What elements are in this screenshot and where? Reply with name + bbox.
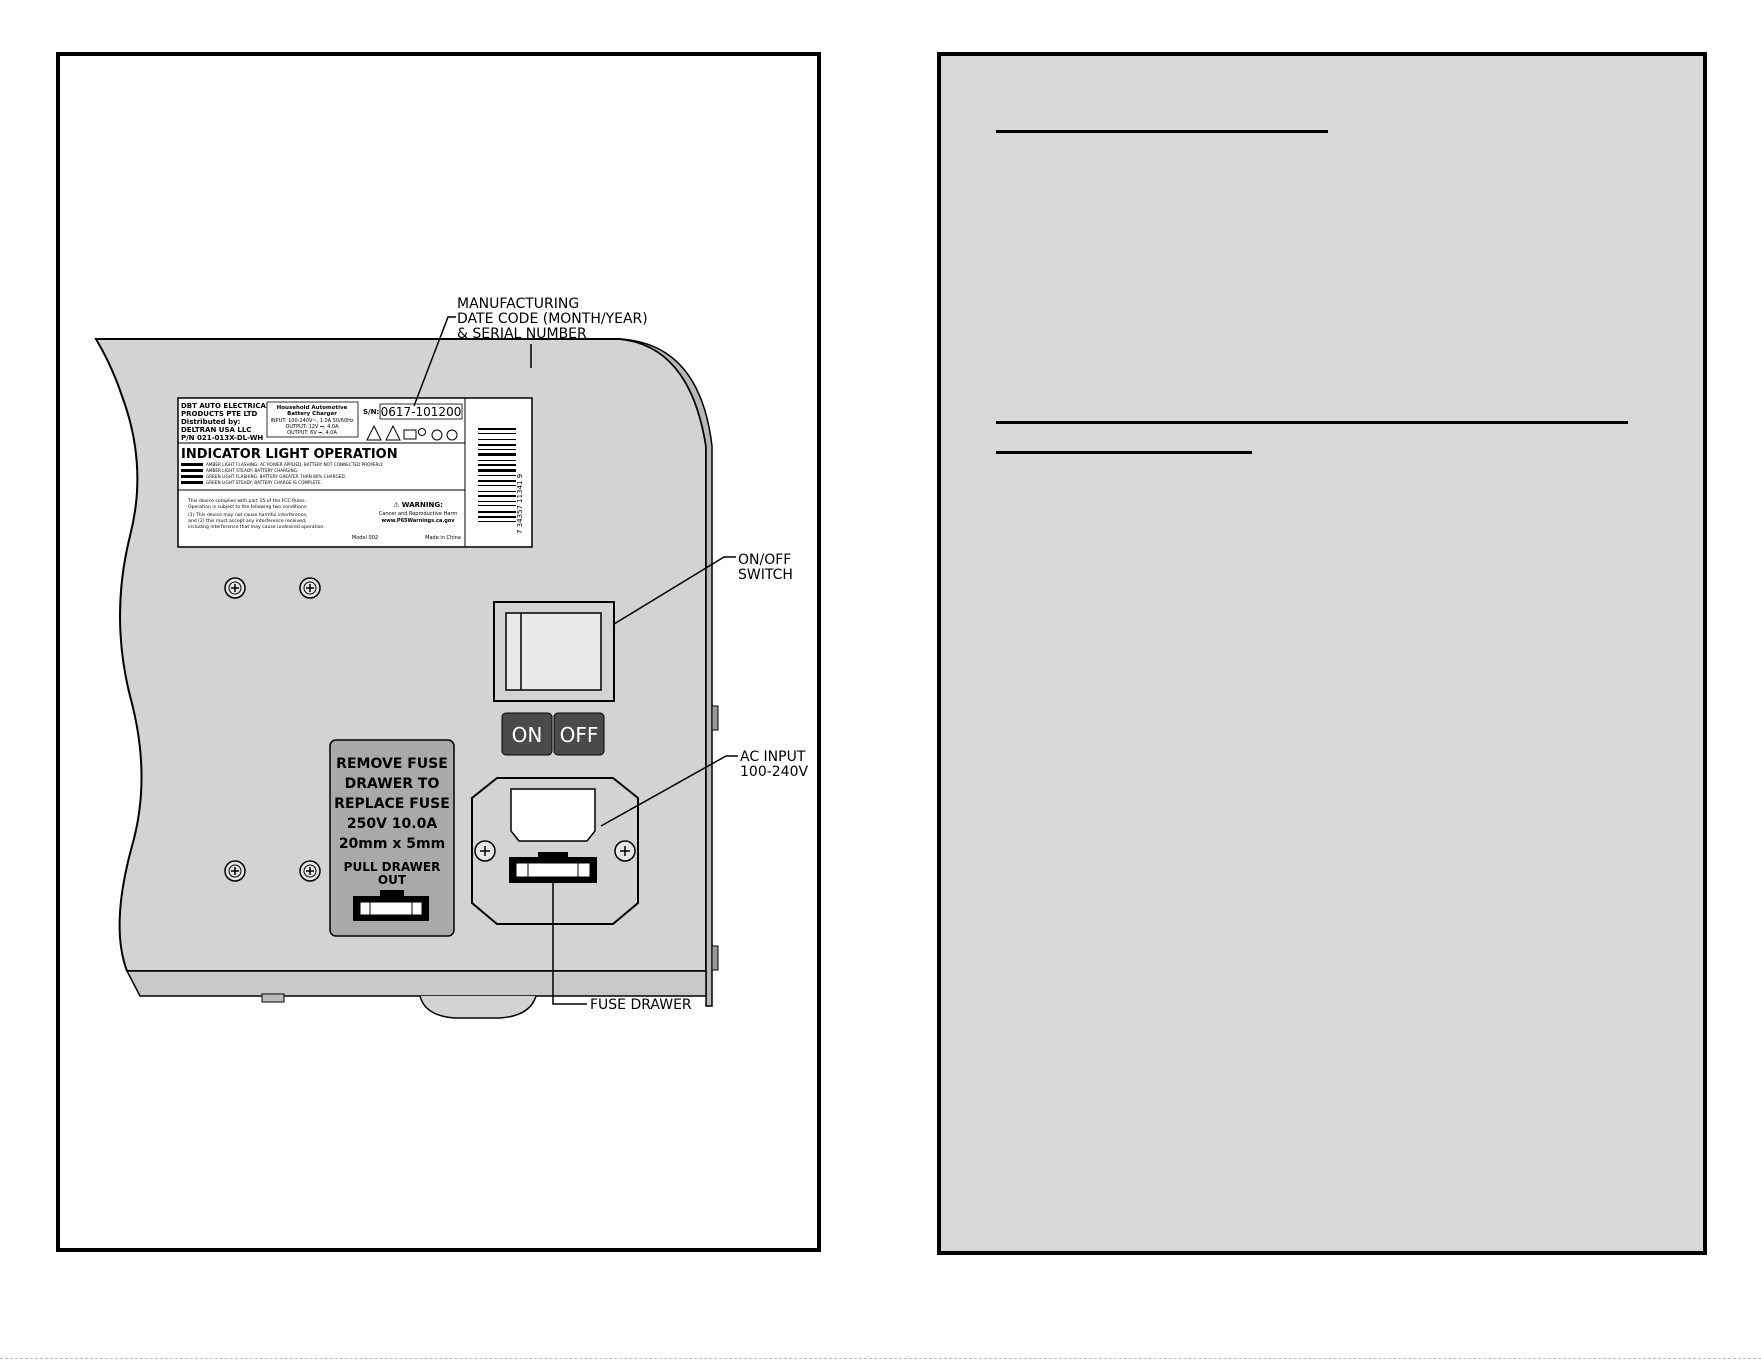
barcode-bar: [478, 460, 516, 461]
fuse-drawer[interactable]: [509, 852, 597, 883]
barcode-bar: [478, 495, 516, 497]
barcode-bar: [478, 453, 516, 456]
on-label: ON: [512, 723, 543, 747]
fcc-text-3: (1) This device may not cause harmful in…: [188, 512, 308, 518]
barcode-bar: [478, 511, 516, 513]
barcode-bar: [478, 464, 516, 466]
placard-line-2: DRAWER TO: [345, 776, 440, 792]
heading-underline-3: [996, 451, 1252, 454]
off-button-label[interactable]: OFF: [553, 712, 605, 756]
indicator-heading: INDICATOR LIGHT OPERATION: [181, 447, 398, 462]
barcode-bar: [478, 444, 516, 446]
text-panel: [937, 52, 1707, 1255]
barcode-digits: 7 34357 11341 9: [516, 474, 524, 534]
barcode-bar: [478, 516, 516, 518]
callout-on-off-line-1: ON/OFF: [738, 552, 791, 568]
callout-ac-input: AC INPUT 100-240V: [600, 749, 808, 827]
page-edge-rule: [0, 1358, 1761, 1359]
diagram-panel: DBT AUTO ELECTRICAL PRODUCTS PTE LTD Dis…: [56, 52, 821, 1252]
barcode-bar: [478, 485, 516, 486]
on-off-switch[interactable]: [493, 601, 615, 702]
barcode-bar: [478, 439, 516, 440]
label-input-spec: INPUT: 100-240V~, 1.0A 50/60Hz: [270, 418, 353, 424]
callout-date-code-line-2: DATE CODE (MONTH/YEAR): [457, 311, 648, 327]
placard-line-6: PULL DRAWER: [344, 860, 441, 874]
barcode: [478, 428, 516, 522]
placard-line-5: 20mm x 5mm: [339, 836, 445, 852]
barcode-bar: [478, 475, 516, 476]
warning-symbols: [366, 424, 458, 441]
callout-ac-line-1: AC INPUT: [740, 749, 806, 765]
screw-upper-left: [224, 577, 246, 599]
label-product-2: Battery Charger: [287, 411, 337, 417]
screw-lower-right: [299, 860, 321, 882]
barcode-bar: [478, 501, 516, 502]
callout-on-off: ON/OFF SWITCH: [613, 552, 793, 625]
label-company-4: DELTRAN USA LLC: [181, 426, 251, 434]
barcode-bar: [478, 505, 516, 506]
callout-date-code-line-1: MANUFACTURING: [457, 296, 579, 312]
callout-ac-line-2: 100-240V: [740, 764, 808, 780]
heading-underline-1: [996, 130, 1328, 133]
callout-date-code: MANUFACTURING DATE CODE (MONTH/YEAR) & S…: [413, 296, 648, 407]
heading-underline-2: [996, 421, 1628, 424]
barcode-bar: [478, 491, 516, 492]
off-label: OFF: [560, 723, 599, 747]
barcode-bar: [478, 449, 516, 450]
model-number: Model 002: [352, 535, 378, 541]
label-company-2: PRODUCTS PTE LTD: [181, 410, 258, 418]
label-company-1: DBT AUTO ELECTRICAL: [181, 402, 271, 410]
product-label: DBT AUTO ELECTRICAL PRODUCTS PTE LTD Dis…: [177, 397, 533, 548]
callout-fuse-drawer-label: FUSE DRAWER: [590, 997, 692, 1013]
charger-rear-diagram: DBT AUTO ELECTRICAL PRODUCTS PTE LTD Dis…: [94, 296, 808, 1019]
placard-line-7: OUT: [378, 873, 407, 887]
barcode-bar: [478, 480, 516, 482]
barcode-bar: [478, 433, 516, 434]
warning-title: ⚠ WARNING:: [393, 501, 443, 509]
on-button-label[interactable]: ON: [501, 712, 553, 756]
side-panel: [619, 338, 713, 1007]
callout-on-off-line-2: SWITCH: [738, 567, 793, 583]
fcc-text-1: This device complies with part 15 of the…: [187, 498, 306, 504]
label-part-number: P/N 021-013X-DL-WH: [181, 434, 263, 442]
made-in: Made in China: [425, 535, 461, 541]
light-status-1: AMBER LIGHT FLASHING: AC POWER APPLIED, …: [206, 462, 383, 467]
fcc-text-2: Operation is subject to the following tw…: [188, 504, 308, 510]
placard-line-3: REPLACE FUSE: [334, 796, 450, 812]
label-sn-prefix: S/N:: [363, 408, 379, 416]
label-company-3: Distributed by:: [181, 418, 241, 426]
ac-input-socket[interactable]: [471, 777, 639, 925]
fcc-text-5: including interference that may cause un…: [188, 524, 325, 530]
fuse-placard: REMOVE FUSE DRAWER TO REPLACE FUSE 250V …: [329, 739, 455, 937]
placard-line-1: REMOVE FUSE: [336, 756, 448, 772]
barcode-bar: [478, 469, 516, 472]
serial-number: 0617-101200: [381, 405, 462, 419]
placard-line-4: 250V 10.0A: [347, 816, 437, 832]
warning-line-1: Cancer and Reproductive Harm: [379, 511, 458, 517]
callout-date-code-line-3: & SERIAL NUMBER: [457, 326, 587, 342]
light-status-2: AMBER LIGHT STEADY: BATTERY CHARGING.: [206, 468, 298, 473]
screw-upper-right: [299, 577, 321, 599]
callout-fuse-drawer: FUSE DRAWER: [552, 883, 692, 1013]
label-output-spec-1: OUTPUT: 12V ⎓, 4.0A: [285, 424, 339, 430]
device-base: [125, 970, 707, 997]
screw-lower-left: [224, 860, 246, 882]
barcode-bar: [478, 521, 516, 522]
light-status-4: GREEN LIGHT STEADY: BATTERY CHARGE IS CO…: [206, 480, 322, 485]
barcode-bar: [478, 428, 516, 430]
label-product-1: Household Automotive: [277, 405, 348, 411]
fcc-text-4: and (2) this must accept any interferenc…: [188, 518, 307, 524]
warning-line-2: www.P65Warnings.ca.gov: [381, 518, 455, 524]
label-output-spec-2: OUTPUT: 6V ⎓, 4.0A: [287, 430, 337, 436]
light-status-3: GREEN LIGHT FLASHING: BATTERY GREATER TH…: [206, 474, 346, 479]
